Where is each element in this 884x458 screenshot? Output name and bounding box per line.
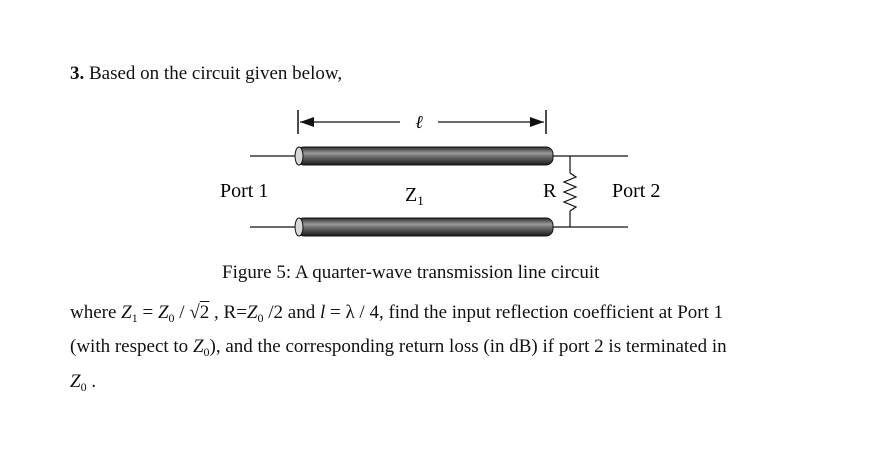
- problem-line-2: (with respect to Z0), and the correspond…: [70, 336, 727, 359]
- circuit-figure: ℓ Port 1 Port 2 Z1 R: [220, 110, 660, 237]
- line-impedance-label: Z1: [405, 184, 424, 208]
- resistor-label: R: [543, 180, 557, 202]
- question-intro-text: Based on the circuit given below,: [84, 63, 343, 84]
- question-intro: 3. Based on the circuit given below,: [70, 63, 342, 85]
- bottom-conductor: [250, 217, 628, 237]
- problem-line-3: Z0 .: [70, 371, 97, 394]
- port1-label: Port 1: [220, 180, 268, 202]
- port2-label: Port 2: [612, 180, 660, 202]
- question-number: 3.: [70, 63, 85, 84]
- length-dimension: ℓ: [297, 110, 547, 134]
- top-conductor: [250, 146, 628, 166]
- resistor-r: [562, 156, 578, 227]
- problem-line-1: where Z1 = Z0 / √2 , R=Z0 /2 and l = λ /…: [70, 302, 724, 325]
- figure-caption: Figure 5: A quarter-wave transmission li…: [222, 262, 600, 283]
- length-label: ℓ: [415, 112, 423, 132]
